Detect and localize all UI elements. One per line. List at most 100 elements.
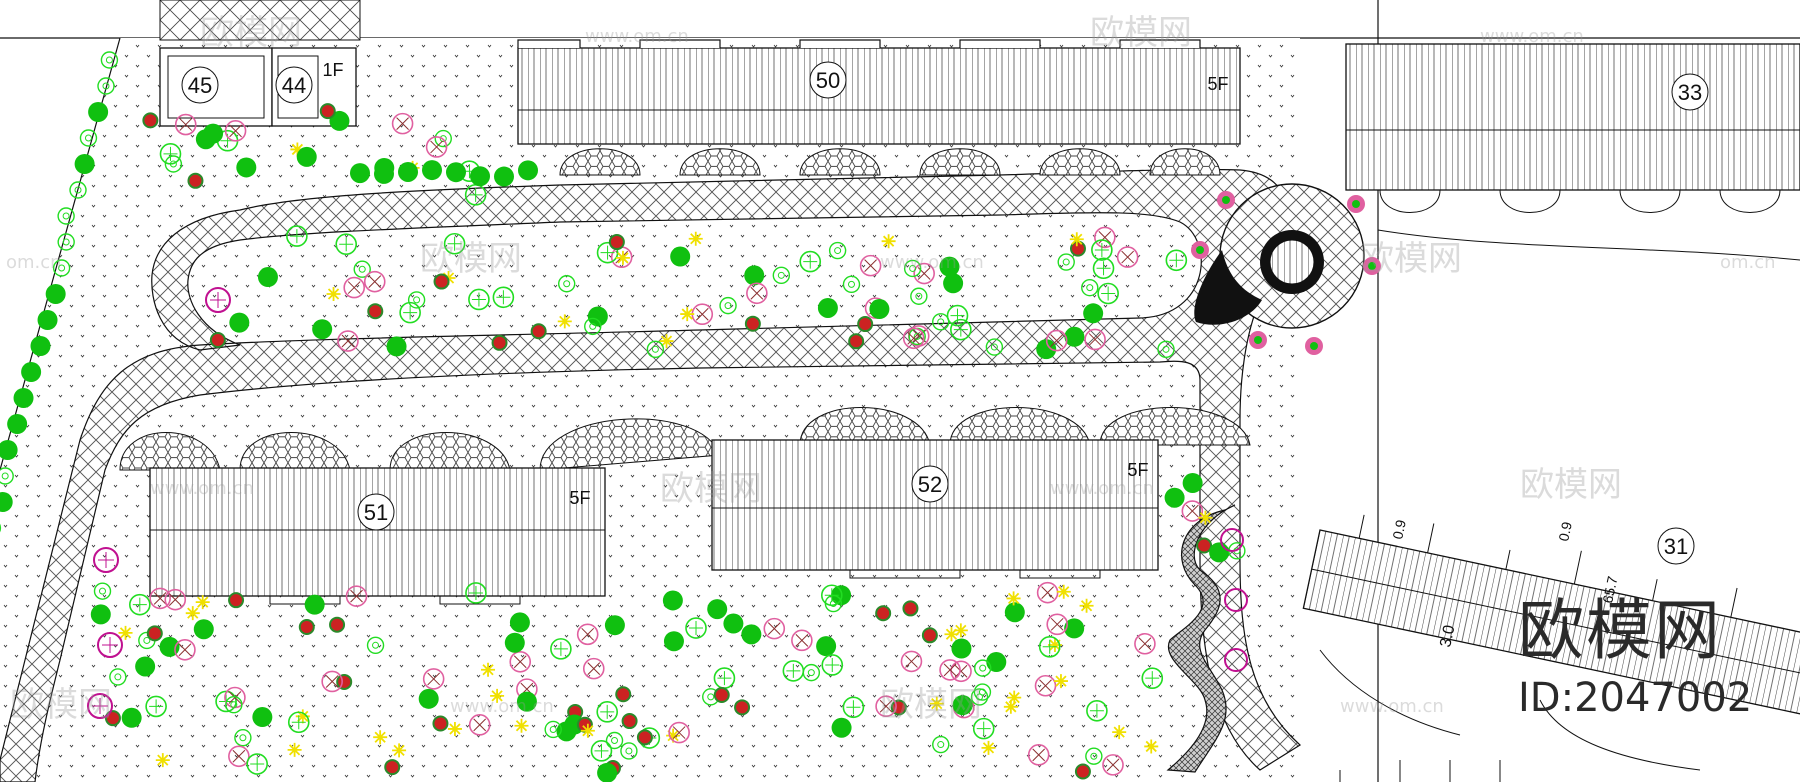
shrub-icon [620, 742, 638, 760]
building-52 [711, 439, 1159, 579]
flower-icon [433, 273, 450, 290]
wm-brand-8: 欧模网 [880, 685, 982, 725]
building-50 [517, 39, 1241, 145]
tree-icon [986, 652, 1007, 673]
tree-icon [135, 656, 156, 677]
star-flower-icon [981, 740, 996, 755]
flower-icon [187, 172, 204, 189]
flower-icon [1224, 588, 1248, 612]
flower-icon [1347, 195, 1365, 213]
tree-icon [0, 440, 18, 460]
flower-icon [228, 592, 245, 609]
shrub-icon [1085, 747, 1103, 765]
shrub-icon [1157, 340, 1175, 359]
flower-icon [1363, 257, 1381, 275]
shrub-icon [93, 582, 112, 600]
shrub-icon [910, 287, 928, 305]
flower-icon [146, 625, 163, 642]
wm-brand-6: 欧模网 [1520, 465, 1622, 505]
shrub-icon [52, 259, 71, 277]
flower-icon [1084, 328, 1106, 351]
shrub-icon [234, 729, 252, 747]
flower-icon [1134, 632, 1156, 655]
shrub-icon [596, 701, 619, 723]
star-flower-icon [1003, 699, 1018, 714]
flower-icon [142, 112, 159, 129]
shrub-icon [596, 241, 619, 264]
tree-icon [587, 306, 608, 327]
wm-brand-3: 欧模网 [420, 239, 522, 279]
shrub-icon [1038, 636, 1061, 658]
tree-icon [470, 166, 490, 187]
flower-icon [713, 687, 730, 704]
flower-icon [422, 668, 445, 690]
flower-icon [1220, 528, 1244, 552]
shrub-icon [903, 259, 922, 278]
tag-44: 44 [282, 73, 306, 98]
floors-44: 1F [322, 60, 343, 80]
shrub-icon [828, 241, 847, 260]
star-flower-icon [557, 314, 572, 329]
shrub-icon [719, 296, 737, 315]
flower-icon [1046, 613, 1069, 636]
flower-icon [939, 659, 961, 681]
wm-url-4: www.om.cn [150, 478, 254, 499]
shrub-icon [685, 617, 707, 639]
flower-icon [205, 287, 231, 313]
tree-icon [1064, 326, 1085, 347]
hatched-block [159, 0, 361, 41]
shrub-icon [842, 275, 861, 294]
shrub-icon [407, 291, 426, 309]
flower-icon [902, 327, 925, 350]
tree-icon [831, 717, 852, 738]
flower-icon [859, 254, 882, 277]
tree-icon [869, 299, 890, 320]
star-flower-icon [615, 250, 630, 265]
flower-icon [582, 657, 605, 680]
tree-icon [446, 162, 466, 183]
star-flower-icon [1144, 739, 1159, 754]
tree-icon [663, 631, 684, 652]
shrub-icon [79, 129, 98, 147]
flower-icon [468, 714, 491, 736]
tree-icon [90, 604, 111, 625]
tree-icon [518, 160, 538, 181]
star-flower-icon [1079, 598, 1094, 613]
shrub-icon [820, 584, 843, 607]
wm-brand-4: 欧模网 [1360, 239, 1462, 279]
shrub-icon [492, 286, 515, 309]
star-flower-icon [185, 606, 200, 621]
flower-icon [1249, 331, 1267, 349]
flower-icon [744, 315, 761, 332]
tree-icon [1164, 487, 1185, 508]
star-flower-icon [118, 625, 133, 640]
wm-url-1: www.om.cn [585, 26, 689, 47]
shrub-icon [544, 720, 562, 739]
flower-icon [209, 331, 226, 348]
shrub-icon [465, 582, 487, 604]
tree-icon [252, 707, 273, 728]
tree-icon [494, 166, 514, 187]
star-flower-icon [953, 623, 968, 638]
tree-icon [386, 336, 407, 357]
tree-icon [296, 146, 317, 167]
shrub-icon [100, 51, 119, 69]
floors-51: 5F [569, 488, 590, 508]
shrub-icon [972, 717, 995, 740]
star-flower-icon [490, 688, 505, 703]
shrub-icon [57, 207, 75, 225]
shrub-icon [646, 340, 665, 359]
tree-icon [504, 632, 525, 653]
star-flower-icon [1056, 584, 1071, 599]
star-flower-icon [287, 742, 302, 757]
star-flower-icon [944, 627, 959, 642]
building-51 [149, 467, 606, 605]
star-flower-icon [1006, 591, 1021, 606]
tree-icon [817, 297, 838, 318]
tree-icon [418, 688, 439, 709]
star-flower-icon [1069, 232, 1084, 247]
tree-icon [229, 312, 250, 333]
shrub-icon [950, 318, 972, 341]
shrub-icon [366, 636, 385, 654]
flower-icon [491, 334, 508, 351]
